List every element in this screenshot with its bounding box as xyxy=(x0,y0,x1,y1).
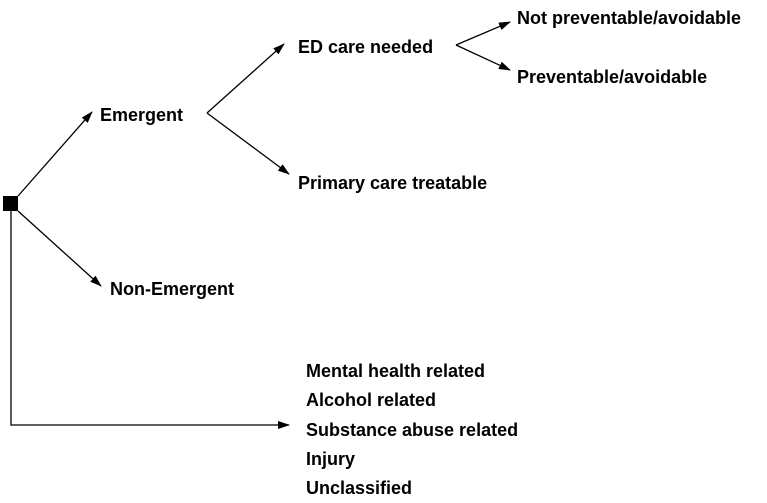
node-ed-care-needed: ED care needed xyxy=(298,37,434,57)
node-not-preventable: Not preventable/avoidable xyxy=(517,8,742,28)
node-emergent: Emergent xyxy=(100,105,184,125)
category-alcohol: Alcohol related xyxy=(306,390,437,411)
category-unclassified: Unclassified xyxy=(306,478,413,499)
node-non-emergent: Non-Emergent xyxy=(110,279,235,299)
arrow-root-to-non-emergent xyxy=(17,210,102,287)
arrow-emergent-to-ed-care xyxy=(206,43,285,114)
category-mental-health: Mental health related xyxy=(306,361,486,381)
arrow-ed-to-not-preventable xyxy=(455,21,511,46)
root-square-icon xyxy=(3,196,18,211)
category-substance-abuse: Substance abuse related xyxy=(306,419,519,440)
arrow-root-to-other-categories xyxy=(10,211,290,429)
node-primary-care-treatable: Primary care treatable xyxy=(298,173,488,193)
node-preventable: Preventable/avoidable xyxy=(517,67,708,87)
other-categories-list: Mental health related Alcohol related Su… xyxy=(306,357,518,503)
category-injury: Injury xyxy=(306,448,356,469)
arrow-ed-to-preventable xyxy=(455,44,511,71)
arrow-emergent-to-primary-care xyxy=(206,112,290,175)
arrow-root-to-emergent xyxy=(17,111,93,197)
